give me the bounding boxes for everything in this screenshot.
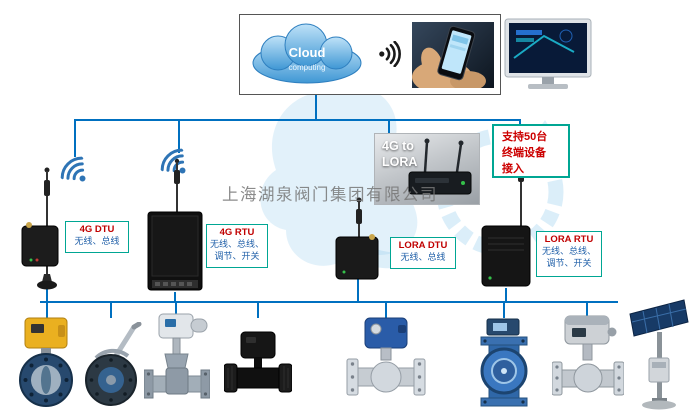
label-lora-rtu: LORA RTU 无线、总线、 调节、开关	[536, 231, 602, 277]
computer-monitor-image	[504, 18, 592, 89]
antenna-4g-rtu	[174, 158, 180, 214]
connector-line	[315, 95, 317, 120]
connector-line	[174, 292, 176, 303]
electric-gate-valve	[144, 313, 210, 399]
hand-holding-phone-image	[412, 22, 494, 94]
label-desc: 调节、开关	[546, 258, 592, 269]
connector-line	[175, 303, 177, 318]
gateway-4g-to-lora-image: 4G to LORA	[374, 133, 480, 205]
support-note-box: 支持50台 终端设备 接入	[492, 124, 570, 178]
connector-line	[257, 303, 259, 318]
label-title: 4G RTU	[219, 227, 255, 238]
connector-bus-top	[74, 119, 521, 121]
label-title: LORA RTU	[544, 234, 594, 245]
connector-line	[388, 121, 390, 134]
ball-valve-gray-actuator	[552, 315, 624, 396]
gateway-label-line1: 4G to	[382, 139, 414, 153]
plastic-ball-valve	[224, 331, 292, 393]
support-note-line3: 接入	[502, 162, 524, 175]
cloud-subtitle: computing	[289, 63, 326, 72]
label-lora-dtu: LORA DTU 无线、总线	[390, 237, 456, 269]
lora-dtu-device	[335, 234, 379, 280]
label-4g-dtu: 4G DTU 无线、总线	[65, 221, 129, 253]
rtu-4g-device	[147, 211, 203, 291]
solar-power-station	[629, 299, 689, 410]
connector-line	[46, 284, 48, 304]
label-title: 4G DTU	[79, 224, 115, 235]
label-desc: 无线、总线	[400, 252, 446, 263]
support-note-line2: 终端设备	[502, 146, 546, 159]
connector-line	[503, 303, 505, 318]
flanged-ball-valve-blue-actuator	[346, 317, 426, 396]
connector-line	[74, 121, 76, 157]
cloud-computing-image: Cloud computing	[252, 23, 362, 84]
connector-line	[178, 121, 180, 153]
gateway-label-line2: LORA	[382, 154, 418, 169]
label-4g-rtu: 4G RTU 无线、总线、 调节、开关	[206, 224, 268, 268]
connector-bus-bottom	[40, 301, 618, 303]
cloud-title: Cloud	[289, 45, 326, 60]
dtu-4g-device	[21, 222, 59, 267]
cloud-platform-box: Cloud computing	[239, 14, 501, 95]
lora-rtu-device	[481, 225, 531, 287]
connector-line	[586, 303, 588, 318]
label-desc: 无线、总线	[74, 236, 120, 247]
connector-line	[357, 276, 359, 303]
connector-line	[385, 303, 387, 318]
wifi-signal-icon	[56, 152, 96, 192]
connector-line	[46, 303, 48, 318]
electromagnetic-flowmeter	[480, 318, 528, 407]
label-desc: 无线、总线、	[209, 239, 264, 250]
connector-line	[505, 288, 507, 303]
electric-butterfly-valve	[19, 317, 73, 407]
manual-butterfly-valve	[85, 322, 142, 406]
connector-line	[110, 303, 112, 318]
label-title: LORA DTU	[398, 240, 448, 251]
wifi-signal-icon	[378, 41, 401, 67]
antenna-4g-dtu	[37, 167, 57, 290]
support-note-line1: 支持50台	[502, 131, 548, 143]
label-desc: 调节、开关	[214, 251, 260, 262]
label-desc: 无线、总线、	[541, 246, 596, 257]
